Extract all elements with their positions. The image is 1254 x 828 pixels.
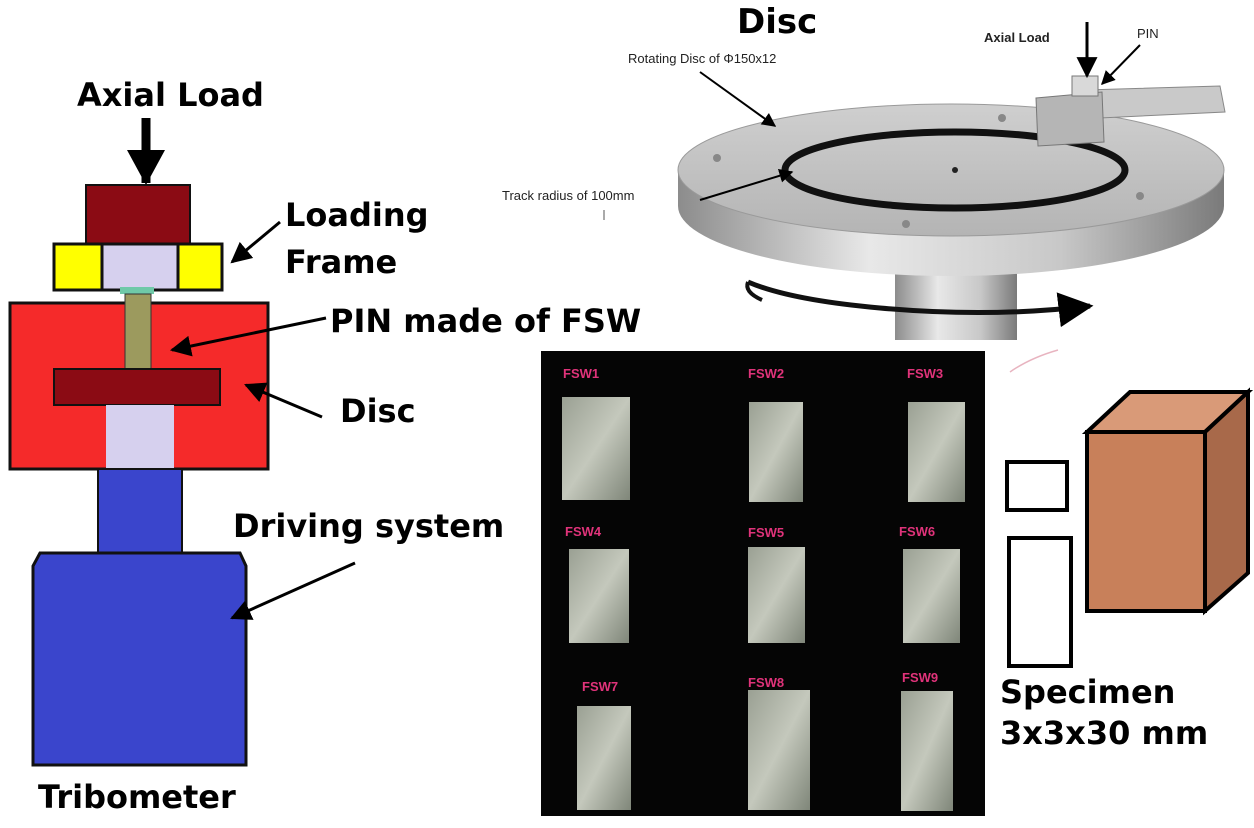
bolt-hole-3 bbox=[1136, 192, 1144, 200]
loading-frame-label-line2: Frame bbox=[285, 243, 398, 281]
pin-pointer bbox=[169, 316, 327, 357]
sample-fsw9 bbox=[901, 691, 953, 811]
disc-shaft bbox=[895, 268, 1017, 340]
loading-frame-pointer bbox=[230, 220, 281, 264]
fsw-label: FSW3 bbox=[907, 366, 944, 381]
render-track-pointer bbox=[699, 168, 794, 201]
tribometer-label: Tribometer bbox=[38, 778, 236, 816]
sample-fsw8 bbox=[748, 690, 810, 810]
pin-label: PIN made of FSW bbox=[330, 302, 642, 340]
fsw-label: FSW4 bbox=[565, 524, 602, 539]
bolt-hole-1 bbox=[713, 154, 721, 162]
pin-block-top bbox=[1071, 75, 1099, 97]
render-axial-load: Axial Load bbox=[984, 30, 1050, 45]
specimen-cross-section bbox=[1005, 460, 1069, 512]
spindle-upper bbox=[106, 405, 174, 469]
sample-fsw1 bbox=[562, 397, 630, 500]
specimen-illustration bbox=[1005, 387, 1254, 668]
fsw-label: FSW8 bbox=[748, 675, 785, 690]
sample-fsw7 bbox=[577, 706, 631, 810]
specimen-label-line2: 3x3x30 mm bbox=[1000, 714, 1209, 752]
specimen-block-front bbox=[1085, 430, 1207, 613]
fsw-label: FSW6 bbox=[899, 524, 936, 539]
pin-holder bbox=[120, 287, 154, 294]
fsw-label: FSW5 bbox=[748, 525, 785, 540]
sample-fsw5 bbox=[748, 547, 805, 643]
drive-shaft bbox=[97, 468, 183, 554]
specimen-block-side bbox=[1203, 387, 1250, 616]
sample-photo-panel bbox=[541, 351, 985, 816]
specimen-side-view bbox=[1007, 536, 1073, 668]
sample-fsw2 bbox=[749, 402, 803, 502]
specimen-label-line1: Specimen bbox=[1000, 673, 1176, 711]
render-pin-pointer bbox=[1101, 44, 1141, 86]
driving-system-label: Driving system bbox=[233, 507, 505, 545]
disc-pointer bbox=[244, 382, 323, 419]
render-track: Track radius of 100mm bbox=[502, 188, 635, 203]
tribometer-schematic bbox=[8, 118, 356, 767]
axial-load-label: Axial Load bbox=[77, 76, 264, 114]
driving-pointer bbox=[230, 561, 356, 620]
driving-motor bbox=[31, 551, 248, 767]
disc-plate bbox=[53, 368, 221, 406]
rotation-arrow-tail bbox=[745, 281, 763, 302]
pin-rod bbox=[124, 293, 152, 370]
render-pin: PIN bbox=[1137, 26, 1159, 41]
fsw-label: FSW1 bbox=[563, 366, 600, 381]
loading-frame-left bbox=[52, 242, 104, 292]
disc-top bbox=[677, 103, 1225, 237]
loading-frame-center bbox=[100, 242, 180, 292]
bolt-hole-4 bbox=[902, 220, 910, 228]
rotation-arrow bbox=[747, 279, 1094, 328]
disc-label: Disc bbox=[340, 392, 416, 430]
axial-load-arrowhead bbox=[127, 150, 165, 185]
fsw-label: FSW7 bbox=[582, 679, 619, 694]
sample-fsw6 bbox=[903, 549, 960, 643]
loading-frame-label-line1: Loading bbox=[285, 196, 429, 234]
loading-frame-right bbox=[176, 242, 224, 292]
load-block bbox=[85, 184, 191, 245]
render-disc-pointer bbox=[699, 71, 777, 127]
fsw-label: FSW9 bbox=[902, 670, 939, 685]
disc-center-hole bbox=[952, 167, 958, 173]
pink-arc bbox=[1009, 349, 1059, 373]
render-disc-spec: Rotating Disc of Φ150x12 bbox=[628, 51, 777, 66]
pin-arm bbox=[1084, 85, 1226, 119]
disc-render bbox=[603, 22, 1226, 373]
fsw-label: FSW2 bbox=[748, 366, 785, 381]
pin-holder-block bbox=[1035, 91, 1105, 147]
render-title: Disc bbox=[737, 2, 818, 42]
sample-fsw3 bbox=[908, 402, 965, 502]
sample-fsw4 bbox=[569, 549, 629, 643]
bolt-hole-2 bbox=[998, 114, 1006, 122]
